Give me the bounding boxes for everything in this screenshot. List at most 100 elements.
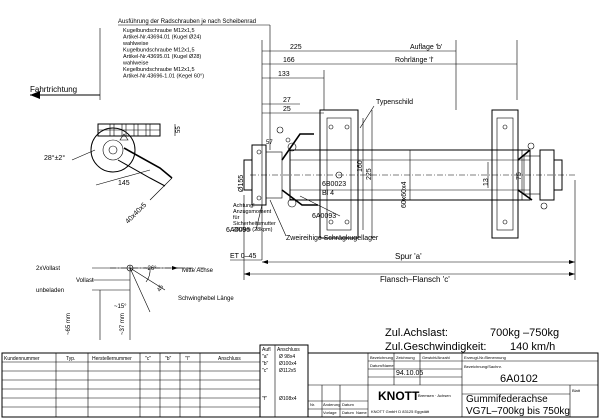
- load-label-1: Zul.Achslast:: [385, 327, 448, 339]
- rev-vdatum: Datum: [342, 410, 354, 415]
- dim-75: 75: [516, 172, 523, 180]
- tb-name: Gummifederachse: [466, 394, 548, 405]
- customer-header-cell: Typ.: [66, 356, 75, 362]
- load-value-2: 140 km/h: [510, 341, 555, 353]
- dim-57: 57: [266, 140, 273, 146]
- tb-h4: Erzeugt-Nr./Benennung: [464, 355, 506, 360]
- load-label-2: Zul.Geschwindigkeit:: [385, 341, 487, 353]
- tb-company-addr: KNOTT GmbH D 83125 Eggstätt: [371, 409, 430, 414]
- swing-unbeladen: unbeladen: [36, 288, 64, 294]
- torque-line: Anzugsmoment: [233, 209, 272, 215]
- swing-vollast: Vollast: [76, 278, 94, 284]
- aufl-rows: Aufl Anschluss "a" Ø 98x4 "b" Ø100x4 "c" Ø112x5…: [262, 347, 300, 402]
- swing-mitte: Mitte Achse: [182, 268, 214, 274]
- dim-155: Ø155: [238, 175, 245, 192]
- part-6b0023: 6B0023: [322, 181, 346, 188]
- customer-header-cell: Herstellernummer: [92, 356, 132, 362]
- dim-13: 13: [483, 178, 490, 186]
- notes-line: Artikel-Nr.43695.01 (Kugel Ø28): [123, 54, 201, 60]
- notes-line: Kegelbundschraube M12x1,5: [123, 67, 195, 73]
- dim-25: 25: [283, 106, 291, 113]
- axle-top-view: 225 Auflage 'b' 166 Rohrlänge 'l' 133 27…: [226, 40, 576, 284]
- dim-166: 166: [283, 57, 295, 64]
- load-info: Zul.Achslast: 700kg –750kg Zul.Geschwind…: [385, 327, 559, 353]
- dim-et: ET 0–45: [230, 253, 256, 260]
- dim-225v: 225: [366, 168, 373, 180]
- swing-15: ~15°: [114, 304, 127, 310]
- bearing-label: Zweireihige Schrägkugellager: [286, 235, 379, 242]
- aufl-header-cell: Anschluss: [277, 347, 300, 353]
- tb-blatt: Blatt: [572, 388, 581, 393]
- customer-header-cell: "b": [165, 356, 172, 362]
- rev-aend: Änderung: [323, 402, 340, 407]
- title-block: Bezeichnung Zeichnung Gewicht/Anzahl Erz…: [307, 352, 599, 418]
- torque-line: 280Nm (28kpm): [233, 227, 273, 233]
- customer-header-cell: Kundennummer: [4, 356, 40, 362]
- tb-date: 94.10.05: [396, 370, 423, 377]
- part-bl4: Bl 4: [322, 190, 334, 197]
- arrow-left-icon: [30, 91, 40, 99]
- aufl-row-key: "f": [262, 396, 267, 402]
- dim-28-angle: 28°±2°: [44, 154, 65, 162]
- tb-company-sub: Bremsen · Achsen: [418, 393, 451, 398]
- torque-line: für: [233, 215, 240, 221]
- bolt-notes: Ausführung der Radschrauben je nach Sche…: [99, 19, 271, 150]
- dim-40x40: 40x40x5: [124, 202, 148, 226]
- tb-company: KNOTT: [378, 389, 420, 403]
- rev-vname: Name: [356, 410, 367, 415]
- torque-line: Sicherheitsmutter: [233, 221, 276, 227]
- notes-line: wahlweise: [122, 41, 148, 47]
- rev-nr: Nr.: [310, 402, 315, 407]
- customer-header-cell: Anschluss: [218, 356, 241, 362]
- load-value-1: 700kg –750kg: [490, 327, 559, 339]
- notes-line: wahlweise: [122, 61, 148, 67]
- aufl-row-value: Ø112x5: [279, 368, 296, 374]
- dim-225: 225: [290, 44, 302, 51]
- tb-h1: Bezeichnung: [370, 355, 393, 360]
- part-6a0093: 6A0093: [312, 213, 336, 220]
- dim-145: 145: [118, 180, 130, 187]
- swing-65mm: ~65 mm: [66, 313, 72, 335]
- tb-date-label: Datum/Name: [370, 363, 394, 368]
- dim-flansch: Flansch–Flansch 'c': [380, 275, 450, 284]
- swing-45: 45: [157, 284, 166, 293]
- customer-table: Kundennummer Typ. Herstellernummer "c" "b" "l…: [1, 352, 261, 418]
- swing-2xvollast: 2xVollast: [36, 266, 60, 272]
- side-view: 55 28°±2° 145 40x40x5: [44, 123, 182, 226]
- tb-h2: Zeichnung: [396, 355, 415, 360]
- customer-header-cell: "l": [185, 356, 190, 362]
- customer-header-cell: "c": [145, 356, 151, 362]
- aufl-row-key: "c": [262, 368, 268, 374]
- swing-lange: Schwinghebel Länge: [178, 296, 234, 302]
- direction-label: Fahrtrichtung: [30, 85, 77, 94]
- aufl-header-cell: Aufl: [262, 347, 271, 353]
- tb-type: VG7L–700kg bis 750kg: [466, 406, 570, 417]
- typenschild-label: Typenschild: [376, 99, 413, 106]
- aufl-row-value: Ø 98x4: [279, 354, 295, 360]
- dim-55: 55: [176, 126, 182, 133]
- aufl-row-key: "a": [262, 354, 269, 360]
- tb-drawing-no: 6A0102: [500, 373, 538, 385]
- notes-line: Kugelbundschraube M12x1,5: [123, 28, 195, 34]
- rev-datum: Datum: [342, 402, 354, 407]
- swing-diagram: 2xVollast Vollast unbeladen Mitte Achse …: [36, 264, 234, 340]
- dim-160: 160: [357, 160, 364, 172]
- dim-spur: Spur 'a': [395, 252, 422, 261]
- dim-60x60: 60x60x4: [401, 181, 408, 208]
- aufl-row-value: Ø108x4: [279, 396, 297, 402]
- tb-h5: Bezeichnung/Sachnr.: [464, 364, 502, 369]
- torque-note: Achtung!AnzugsmomentfürSicherheitsmutter…: [233, 203, 276, 233]
- swing-37mm: ~37 mm: [120, 313, 126, 335]
- customer-headers: Kundennummer Typ. Herstellernummer "c" "b" "l…: [4, 356, 241, 362]
- notes-line: Kugelbundschraube M12x1,5: [123, 48, 195, 54]
- dim-27: 27: [283, 97, 291, 104]
- dim-rohrlange: Rohrlänge 'l': [395, 57, 433, 64]
- rev-vorlage: Vorlage: [323, 410, 337, 415]
- part-6a0096: 6A0096: [226, 227, 250, 234]
- notes-lines: Kugelbundschraube M12x1,5Artikel-Nr.4369…: [122, 28, 204, 80]
- dim-133: 133: [278, 71, 290, 78]
- tb-h3: Gewicht/Anzahl: [422, 355, 450, 360]
- aufl-row-key: "b": [262, 361, 269, 367]
- aufl-row-value: Ø100x4: [279, 361, 297, 367]
